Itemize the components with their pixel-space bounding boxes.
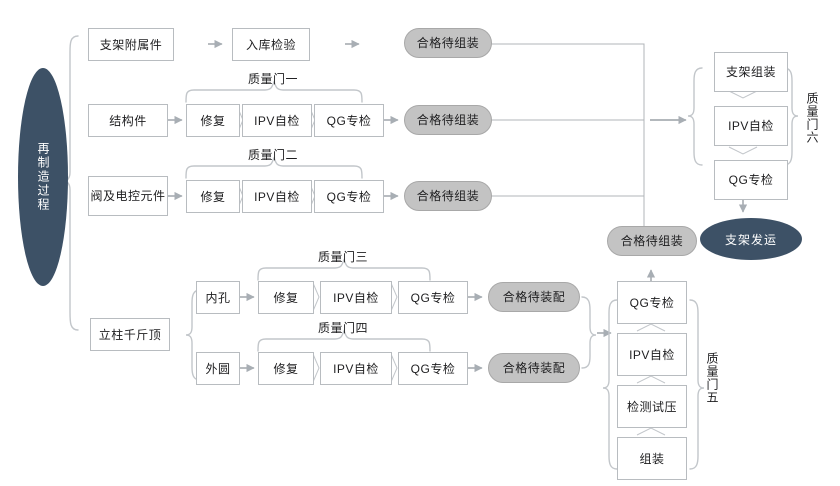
node-column-jack[interactable]: 立柱千斤顶 <box>90 318 170 351</box>
node-qg-inspection-row2[interactable]: QG专检 <box>314 104 384 137</box>
node-gate5-assembly[interactable]: 组装 <box>617 437 687 480</box>
pill-qualified-for-fitting-1[interactable]: 合格待装配 <box>488 282 580 312</box>
node-label: QG专检 <box>410 290 456 305</box>
node-label: 结构件 <box>109 113 147 128</box>
node-support-accessory[interactable]: 支架附属件 <box>88 28 174 61</box>
node-label: 修复 <box>200 189 226 204</box>
node-qg-inspection-row3[interactable]: QG专检 <box>314 180 384 213</box>
gate-six-label: 质量门六 <box>805 92 819 144</box>
node-label: IPV自检 <box>728 119 774 133</box>
node-gate6-support-assembly[interactable]: 支架组装 <box>714 52 788 92</box>
node-label: IPV自检 <box>333 290 379 305</box>
pill-label: 合格待组装 <box>620 234 684 248</box>
node-inbound-inspection[interactable]: 入库检验 <box>232 28 310 61</box>
node-label: QG专检 <box>728 173 774 187</box>
node-label: IPV自检 <box>254 113 300 128</box>
pill-qualified-for-assembly-3[interactable]: 合格待组装 <box>404 181 492 211</box>
pill-qualified-for-fitting-2[interactable]: 合格待装配 <box>488 353 580 383</box>
node-valve-electric-control[interactable]: 阀及电控元件 <box>88 176 168 216</box>
node-label: 内孔 <box>205 290 231 305</box>
node-label: 修复 <box>273 361 299 376</box>
shipment-ellipse[interactable]: 支架发运 <box>700 218 802 260</box>
node-gate5-qg-inspection[interactable]: QG专检 <box>617 281 687 324</box>
pill-label: 合格待组装 <box>416 113 480 127</box>
gate-five-label: 质量门五 <box>705 352 719 404</box>
node-label: 支架附属件 <box>99 37 163 52</box>
pill-qualified-for-assembly-1[interactable]: 合格待组装 <box>404 28 492 58</box>
node-ipv-selfcheck-row5[interactable]: IPV自检 <box>320 352 392 385</box>
node-outer-circle[interactable]: 外圆 <box>196 352 240 385</box>
gate-two-label: 质量门二 <box>248 148 299 162</box>
node-ipv-selfcheck-row4[interactable]: IPV自检 <box>320 281 392 314</box>
node-label: 阀及电控元件 <box>90 189 166 203</box>
pill-label: 合格待组装 <box>416 36 480 50</box>
node-label: QG专检 <box>629 295 675 310</box>
node-label: 支架组装 <box>725 65 776 79</box>
pill-label: 合格待组装 <box>416 189 480 203</box>
gate-three-label: 质量门三 <box>318 250 369 264</box>
pill-qualified-for-assembly-2[interactable]: 合格待组装 <box>404 105 492 135</box>
process-root-label: 再制造过程 <box>36 142 50 212</box>
node-qg-inspection-row5[interactable]: QG专检 <box>398 352 468 385</box>
node-label: 组装 <box>639 451 665 466</box>
node-repair-row3[interactable]: 修复 <box>186 180 240 213</box>
node-label: 修复 <box>200 113 226 128</box>
node-repair-row5[interactable]: 修复 <box>258 352 314 385</box>
node-label: IPV自检 <box>333 361 379 376</box>
node-repair-row4[interactable]: 修复 <box>258 281 314 314</box>
node-ipv-selfcheck-row3[interactable]: IPV自检 <box>242 180 312 213</box>
shipment-label: 支架发运 <box>724 232 777 247</box>
node-label: 立柱千斤顶 <box>98 327 162 342</box>
node-ipv-selfcheck-row2[interactable]: IPV自检 <box>242 104 312 137</box>
node-gate5-ipv-selfcheck[interactable]: IPV自检 <box>617 333 687 376</box>
node-label: 入库检验 <box>245 37 296 52</box>
gate-four-label: 质量门四 <box>318 321 369 335</box>
node-label: QG专检 <box>326 189 372 204</box>
node-label: 修复 <box>273 290 299 305</box>
node-repair-row2[interactable]: 修复 <box>186 104 240 137</box>
node-structural-part[interactable]: 结构件 <box>88 104 168 137</box>
node-qg-inspection-row4[interactable]: QG专检 <box>398 281 468 314</box>
gate-one-label: 质量门一 <box>248 72 299 86</box>
node-label: 检测试压 <box>626 399 677 414</box>
node-label: QG专检 <box>410 361 456 376</box>
process-root-ellipse[interactable]: 再制造过程 <box>18 68 68 286</box>
pill-label: 合格待装配 <box>502 290 566 304</box>
pill-gate5-output-qualified[interactable]: 合格待组装 <box>607 226 697 256</box>
node-gate6-qg-inspection[interactable]: QG专检 <box>714 160 788 200</box>
node-label: IPV自检 <box>254 189 300 204</box>
node-label: IPV自检 <box>629 347 675 362</box>
node-inner-bore[interactable]: 内孔 <box>196 281 240 314</box>
node-gate6-ipv-selfcheck[interactable]: IPV自检 <box>714 106 788 146</box>
pill-label: 合格待装配 <box>502 361 566 375</box>
node-gate5-pressure-test[interactable]: 检测试压 <box>617 385 687 428</box>
node-label: QG专检 <box>326 113 372 128</box>
node-label: 外圆 <box>205 361 231 376</box>
